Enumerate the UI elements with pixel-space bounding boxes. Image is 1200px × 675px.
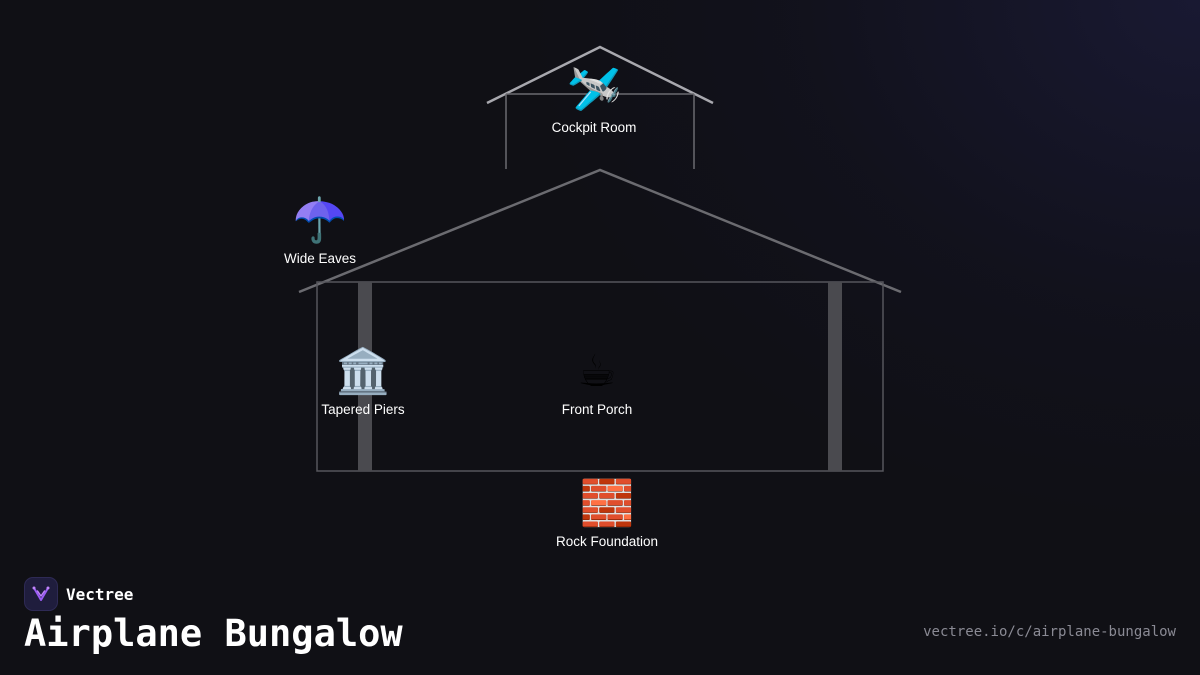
vectree-logo-icon (24, 577, 58, 611)
brand[interactable]: Vectree (24, 577, 133, 611)
airplane-icon: 🛩️ (566, 64, 622, 115)
brand-name: Vectree (66, 584, 134, 604)
node-tapered-piers[interactable]: 🏛️ Tapered Piers (321, 346, 404, 417)
node-wide-eaves[interactable]: ☂️ Wide Eaves (284, 195, 356, 266)
node-label: Cockpit Room (551, 120, 637, 135)
umbrella-icon: ☂️ (292, 195, 348, 246)
node-label: Front Porch (561, 402, 633, 417)
node-label: Tapered Piers (321, 402, 405, 417)
node-label: Rock Foundation (555, 534, 659, 549)
page-title: Airplane Bungalow (24, 612, 403, 655)
left-pier (358, 282, 372, 471)
node-front-porch[interactable]: ☕ Front Porch (562, 346, 633, 417)
main-body-outline (316, 281, 884, 472)
node-rock-foundation[interactable]: 🧱 Rock Foundation (556, 478, 658, 549)
right-pier (828, 282, 842, 471)
classical-building-icon: 🏛️ (335, 346, 391, 397)
source-url-link[interactable]: vectree.io/c/airplane-bungalow (923, 624, 1176, 640)
brick-icon: 🧱 (579, 478, 635, 529)
node-label: Wide Eaves (283, 251, 357, 266)
hot-beverage-icon: ☕ (577, 346, 617, 397)
main-roof-line (298, 168, 902, 294)
cockpit-roof-line (486, 45, 714, 105)
node-cockpit-room[interactable]: 🛩️ Cockpit Room (552, 64, 637, 135)
